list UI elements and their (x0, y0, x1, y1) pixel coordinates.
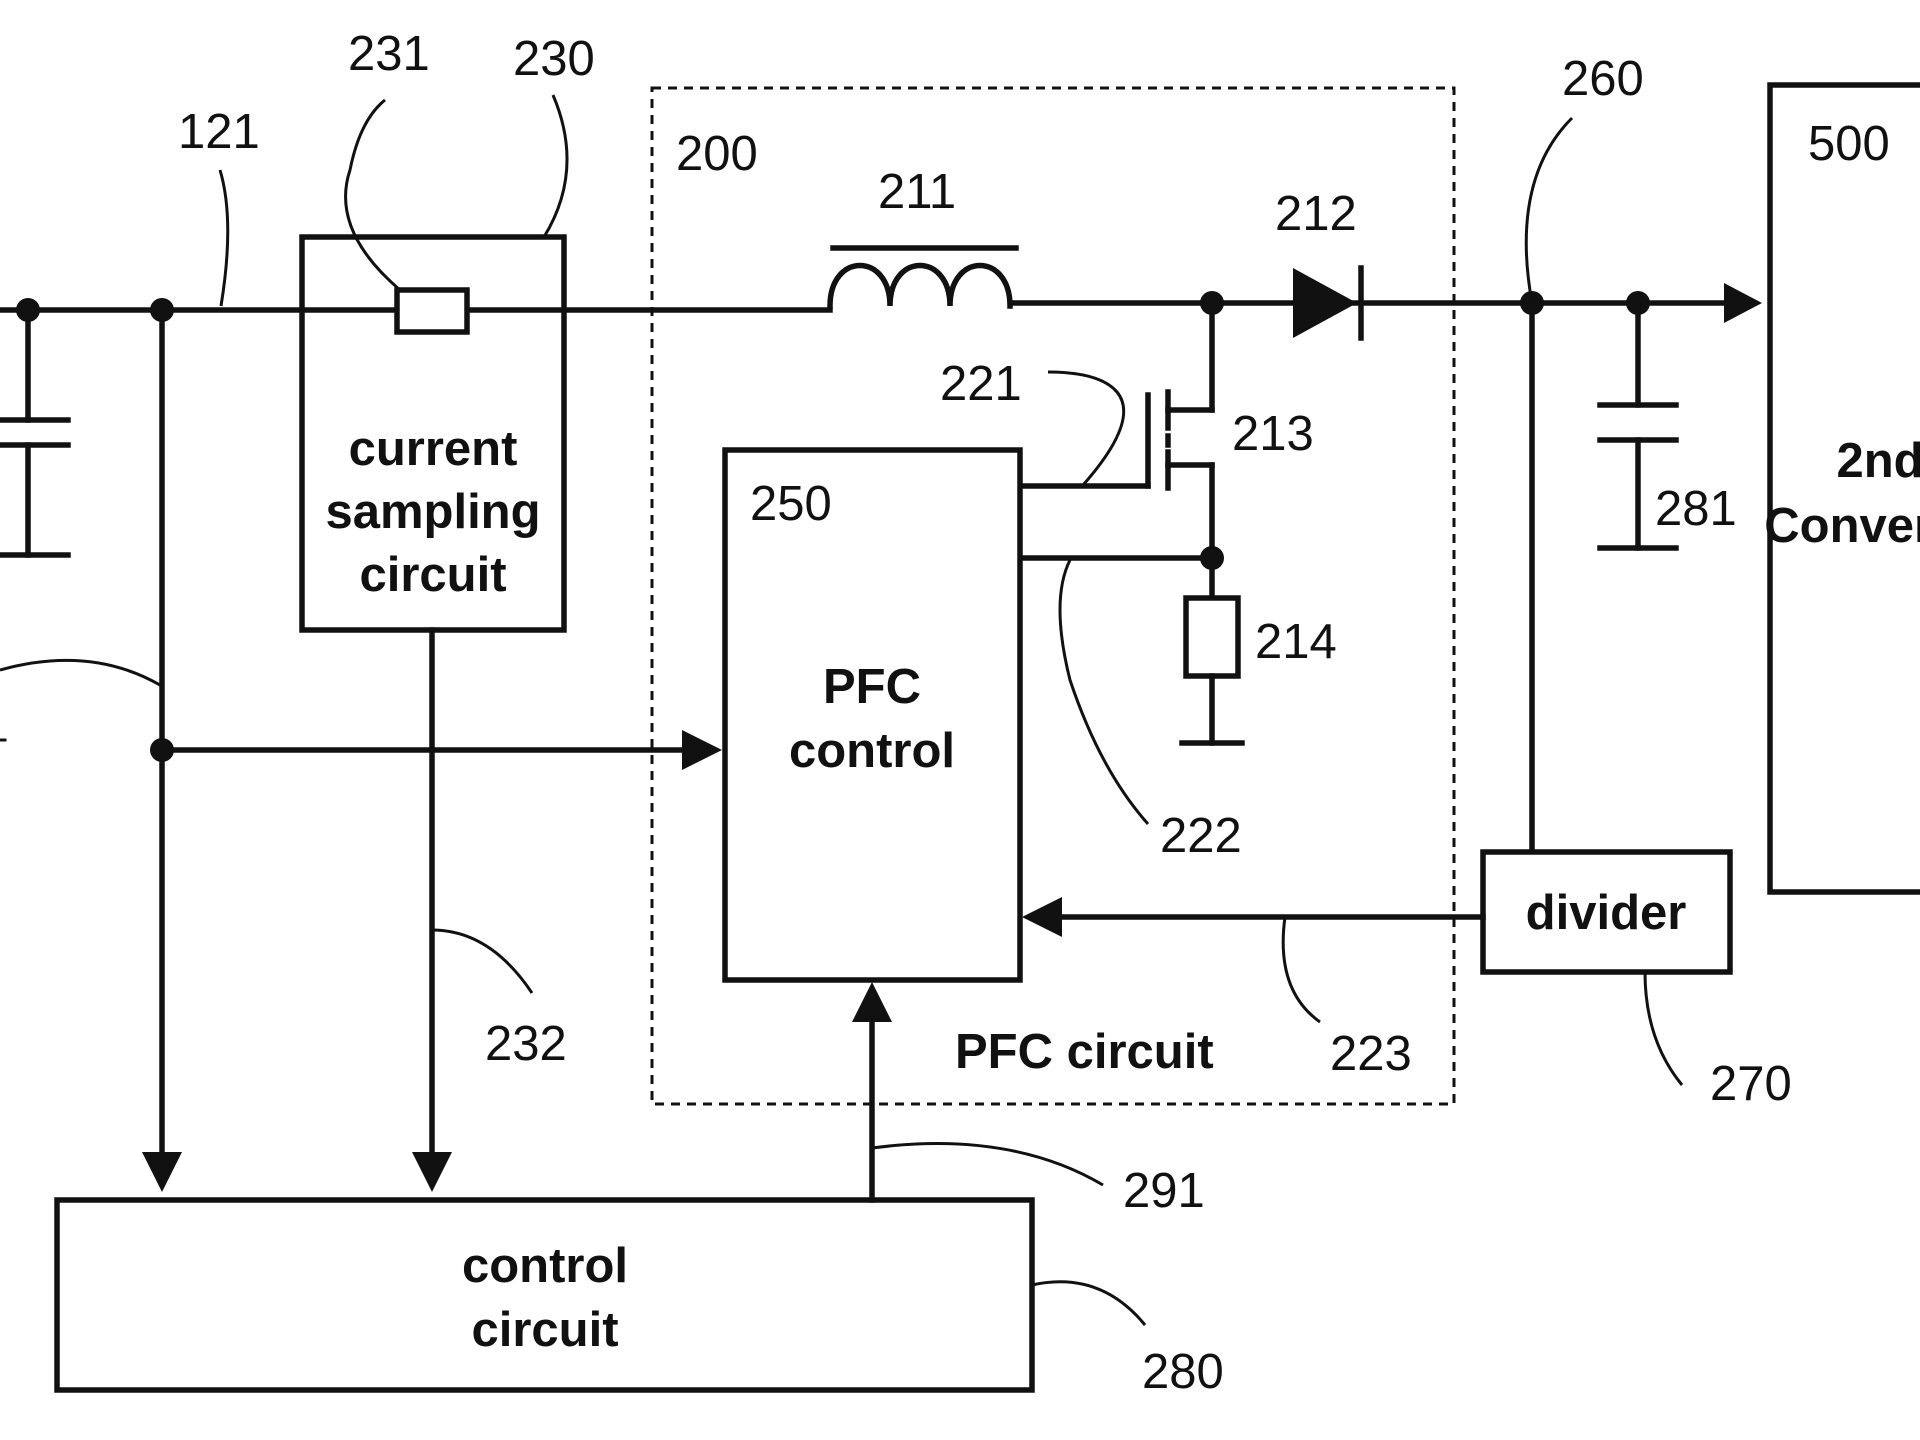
ref-222: 222 (1160, 809, 1242, 863)
pfc-control-label-2: control (789, 724, 955, 778)
leader-222 (1058, 559, 1150, 825)
ref-500: 500 (1808, 117, 1890, 171)
ref-260: 260 (1562, 52, 1644, 106)
sampling-output-arrowhead (412, 1152, 452, 1192)
ref-230: 230 (513, 32, 595, 86)
rail-arrowhead (1724, 283, 1762, 323)
ref-281: 281 (1655, 482, 1737, 536)
sampling-resistor-231 (394, 287, 470, 335)
leader-280 (1031, 1280, 1147, 1326)
sense-resistor-214 (1183, 595, 1241, 679)
leader-232 (431, 928, 534, 994)
converter-label-1: 2nd (1836, 434, 1920, 488)
divider-feedback-arrowhead (1022, 897, 1062, 937)
pfc-circuit-label: PFC circuit (955, 1025, 1214, 1079)
ref-232: 232 (485, 1017, 567, 1071)
pfc-control-box (722, 447, 1023, 983)
leader-231 (344, 98, 401, 292)
ref-214: 214 (1255, 615, 1337, 669)
ref-213: 213 (1232, 407, 1314, 461)
current-sampling-label-3: circuit (359, 548, 506, 602)
inductor-211 (827, 262, 1013, 309)
ref-291: 291 (1123, 1164, 1205, 1218)
sense-arrowhead (142, 1152, 182, 1192)
divider-label: divider (1526, 886, 1687, 940)
ref-121: 121 (178, 105, 260, 159)
leader-121 (218, 169, 230, 307)
ref-211: 211 (878, 165, 956, 219)
leader-260 (1524, 116, 1574, 304)
ref-280: 280 (1142, 1345, 1224, 1399)
ref-200: 200 (676, 127, 758, 181)
ref-221: 221 (940, 357, 1022, 411)
converter-500-box (1767, 82, 1920, 895)
pfc-control-label-1: PFC (823, 660, 921, 714)
leader-221 (1047, 370, 1126, 485)
ref-270: 270 (1710, 1057, 1792, 1111)
leader-223 (1281, 916, 1321, 1024)
converter-label-2: Converter (1764, 499, 1920, 553)
control-circuit-label-1: control (462, 1239, 628, 1293)
sense-node-top (150, 298, 174, 322)
ref-212: 212 (1275, 187, 1357, 241)
leader-230 (542, 94, 569, 238)
ref-223: 223 (1330, 1027, 1412, 1081)
leader-270 (1643, 971, 1684, 1086)
divider-box (1480, 849, 1733, 975)
sense-to-pfc-arrowhead (682, 730, 722, 770)
diode-212 (1293, 268, 1357, 338)
input-cap-node (16, 298, 40, 322)
pfc-circuit-boundary (650, 86, 1456, 1106)
ref-231: 231 (348, 27, 430, 81)
current-sampling-label-1: current (349, 422, 518, 476)
control-to-pfc-arrowhead (852, 982, 892, 1022)
leader-291 (871, 1142, 1104, 1187)
control-circuit-label-2: circuit (471, 1303, 618, 1357)
ref-250: 250 (750, 477, 832, 531)
leader-left-edge (0, 658, 161, 687)
current-sampling-label-2: sampling (325, 485, 540, 539)
control-circuit-box (54, 1197, 1035, 1393)
